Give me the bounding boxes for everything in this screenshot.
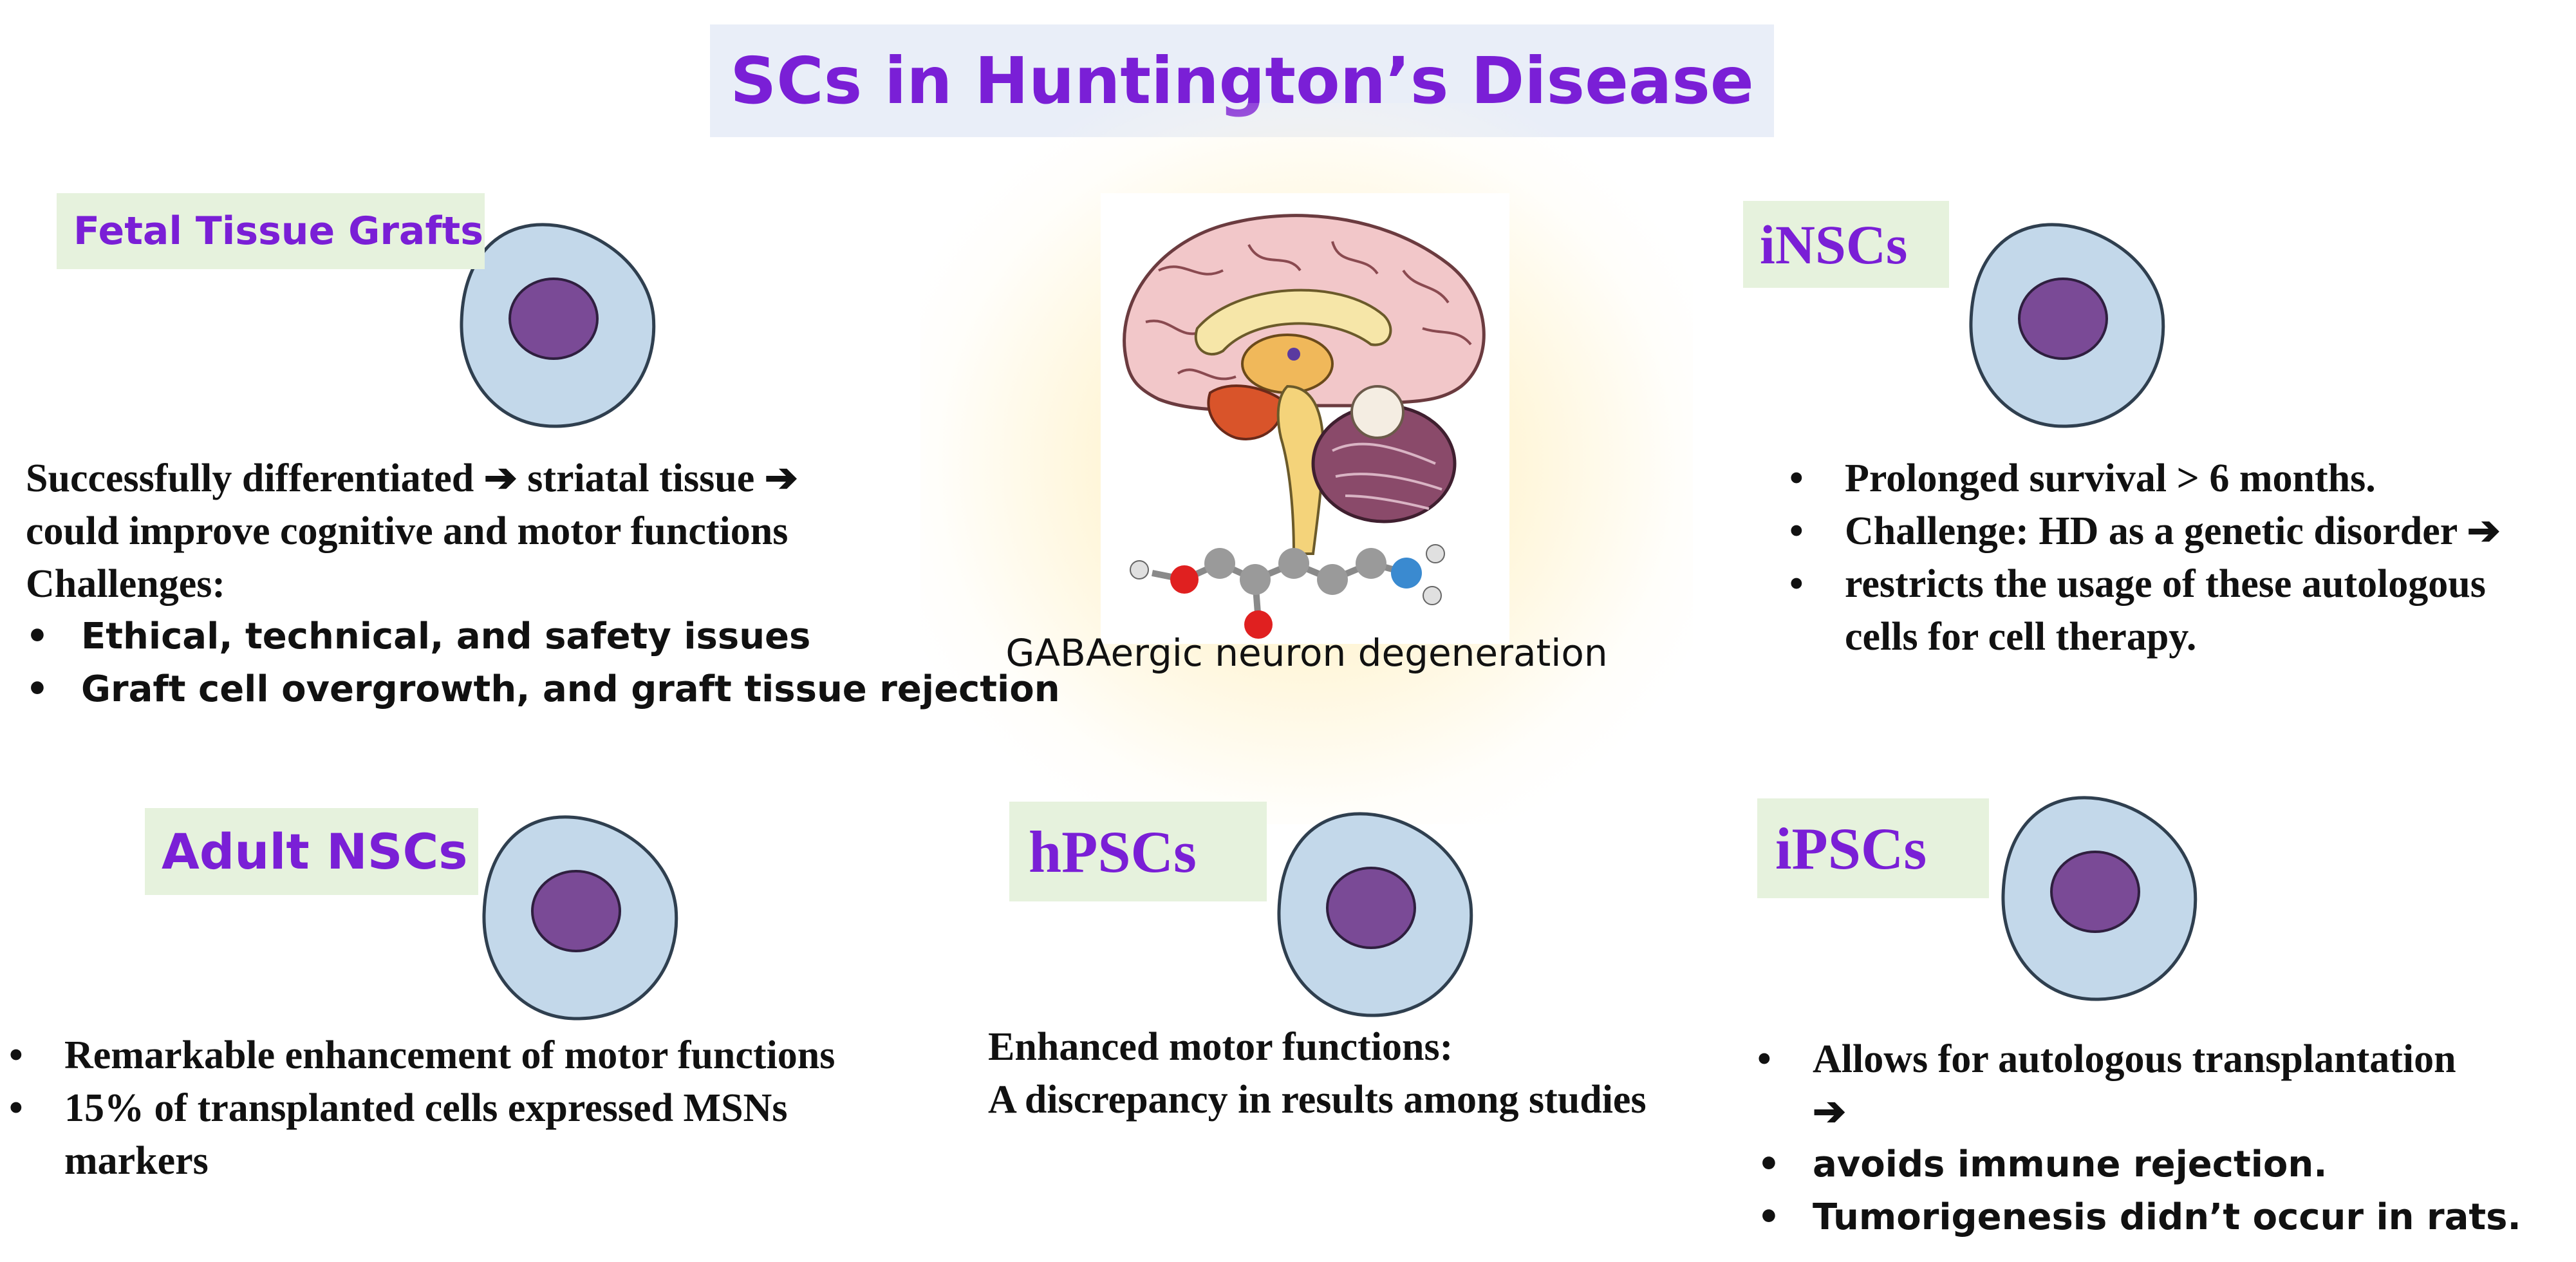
insc-bullet-1-text: Prolonged survival > 6 months. — [1845, 457, 2376, 500]
bullet-char: • — [1757, 1144, 1780, 1185]
adult-bullet-1-text: Remarkable enhancement of motor function… — [64, 1033, 835, 1077]
hpsc-line-1: Enhanced motor functions: — [988, 1025, 1453, 1069]
fetal-text-block: Successfully differentiated ➔ striatal t… — [26, 452, 1060, 716]
adult-bullet-2-text: 15% of transplanted cells expressed MSNs — [64, 1086, 788, 1130]
insc-text-block: • Prolonged survival > 6 months. • Challen… — [1789, 452, 2501, 663]
bullet-char: • — [1789, 509, 1804, 553]
cell-insc-icon — [1969, 223, 2165, 428]
bullet-char: • — [1789, 457, 1804, 500]
insc-bullet-3: • restricts the usage of these autologous — [1789, 558, 2501, 610]
label-ipsc-text: iPSCs — [1775, 815, 1927, 881]
arrow-right-icon: ➔ — [1813, 1090, 1846, 1134]
adult-continuation: markers — [9, 1135, 835, 1187]
ipsc-bullet-1: • Allows for autologous transplantation — [1757, 1033, 2521, 1086]
insc-bullet-2-text: Challenge: HD as a genetic disorder ➔ — [1845, 509, 2501, 553]
fetal-line-1: Successfully differentiated ➔ striatal t… — [26, 457, 798, 500]
cell-fetal-icon — [460, 223, 656, 428]
brain-illustration-card — [1101, 193, 1509, 644]
bullet-char: • — [1757, 1196, 1780, 1238]
fetal-bullet-1: • Ethical, technical, and safety issues — [26, 610, 1060, 663]
adult-text-block: • Remarkable enhancement of motor functio… — [9, 1029, 835, 1187]
ipsc-bullet-1-text: Allows for autologous transplantation — [1813, 1037, 2456, 1081]
insc-continuation-text: cells for cell therapy. — [1845, 615, 2197, 659]
ipsc-arrow-line: ➔ — [1757, 1086, 2521, 1138]
label-fetal-tissue-grafts: Fetal Tissue Grafts — [57, 193, 485, 269]
cell-hpsc-icon — [1277, 812, 1473, 1017]
bullet-char: • — [26, 668, 49, 710]
fetal-line-2: could improve cognitive and motor functi… — [26, 509, 789, 553]
cell-adult-nsc-icon — [482, 815, 678, 1021]
center-caption: GABAergic neuron degeneration — [1005, 631, 1608, 675]
label-fetal-text: Fetal Tissue Grafts — [73, 209, 483, 254]
ipsc-bullet-2-text: avoids immune rejection. — [1813, 1144, 2328, 1185]
label-insc: iNSCs — [1743, 201, 1949, 288]
hpsc-line-2: A discrepancy in results among studies — [988, 1078, 1647, 1122]
title-banner: SCs in Huntington’s Disease — [710, 24, 1774, 137]
cell-ipsc-icon — [2001, 796, 2198, 1001]
bullet-char: • — [9, 1086, 23, 1130]
hpsc-text-block: Enhanced motor functions: A discrepancy … — [988, 1021, 1647, 1126]
label-hpsc-text: hPSCs — [1029, 818, 1197, 885]
fetal-bullet-2-text: Graft cell overgrowth, and graft tissue … — [81, 668, 1060, 710]
ipsc-bullet-2: • avoids immune rejection. — [1757, 1138, 2521, 1191]
adult-bullet-1: • Remarkable enhancement of motor functio… — [9, 1029, 835, 1082]
insc-continuation: cells for cell therapy. — [1789, 610, 2501, 663]
bullet-char: • — [9, 1033, 23, 1077]
fetal-bullet-1-text: Ethical, technical, and safety issues — [81, 616, 811, 657]
bullet-char: • — [1789, 562, 1804, 606]
fetal-line-3: Challenges: — [26, 562, 225, 606]
adult-continuation-text: markers — [64, 1139, 209, 1183]
label-ipsc: iPSCs — [1757, 798, 1989, 898]
gaba-molecule-icon — [1130, 544, 1445, 639]
ipsc-text-block: • Allows for autologous transplantation ➔… — [1757, 1033, 2521, 1244]
label-insc-text: iNSCs — [1760, 213, 1908, 276]
adult-bullet-2: • 15% of transplanted cells expressed MSN… — [9, 1082, 835, 1135]
ipsc-bullet-3-text: Tumorigenesis didn’t occur in rats. — [1813, 1196, 2521, 1238]
fetal-bullet-2: • Graft cell overgrowth, and graft tissue… — [26, 663, 1060, 716]
bullet-char: • — [1757, 1037, 1771, 1081]
insc-bullet-1: • Prolonged survival > 6 months. — [1789, 452, 2501, 505]
brain-illustration — [1123, 214, 1486, 639]
label-adult-nsc: Adult NSCs — [145, 808, 478, 895]
bullet-char: • — [26, 616, 49, 657]
ipsc-bullet-3: • Tumorigenesis didn’t occur in rats. — [1757, 1191, 2521, 1244]
insc-bullet-2: • Challenge: HD as a genetic disorder ➔ — [1789, 505, 2501, 558]
label-hpsc: hPSCs — [1009, 802, 1267, 901]
label-adult-text: Adult NSCs — [162, 823, 468, 880]
insc-bullet-3-text: restricts the usage of these autologous — [1845, 562, 2486, 606]
